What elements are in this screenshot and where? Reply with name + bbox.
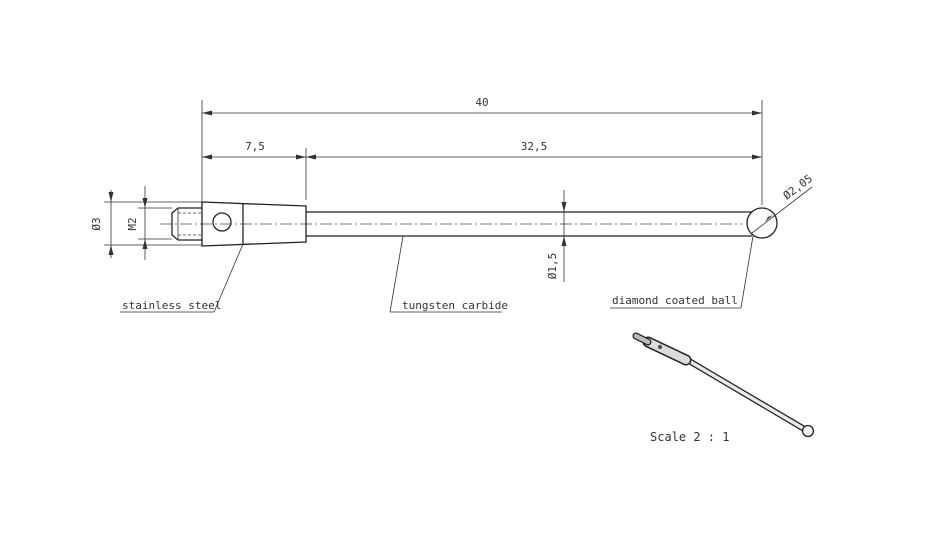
dimension-stem-length: 32,5 — [306, 140, 762, 160]
dimension-shank-diameter-label: Ø3 — [90, 217, 103, 230]
dimension-thread-label: M2 — [126, 217, 139, 230]
dimension-stem-diameter-label: Ø1,5 — [546, 253, 559, 280]
dimension-overall-length-label: 40 — [475, 96, 488, 109]
isometric-preview — [632, 332, 815, 438]
dimension-stem-length-label: 32,5 — [521, 140, 548, 153]
diamond-coated-ball — [746, 207, 778, 239]
leader-diamond-coated-ball: diamond coated ball — [610, 235, 754, 309]
dimension-stem-diameter: Ø1,5 — [546, 190, 567, 282]
dimension-thread: M2 — [126, 186, 172, 260]
dimension-shank-length: 7,5 — [202, 140, 307, 200]
leader-tungsten-carbide: tungsten carbide — [389, 235, 508, 313]
label-stainless-steel: stainless steel — [122, 299, 221, 312]
scale-note: Scale 2 : 1 — [650, 430, 729, 444]
label-diamond-coated-ball: diamond coated ball — [612, 294, 738, 307]
leader-stainless-steel: stainless steel — [120, 243, 244, 313]
dimension-ball-diameter: Ø2,05 — [751, 172, 815, 234]
tungsten-carbide-stem — [306, 211, 752, 237]
dimension-shank-diameter: Ø3 — [90, 190, 202, 258]
label-tungsten-carbide: tungsten carbide — [402, 299, 508, 312]
dimension-shank-length-label: 7,5 — [245, 140, 265, 153]
dimension-overall-length: 40 — [201, 96, 763, 205]
